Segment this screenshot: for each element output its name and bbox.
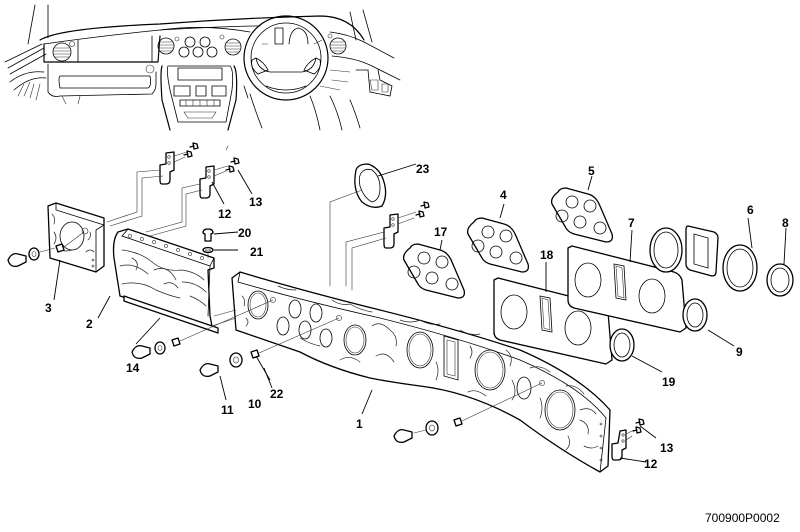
callout-14: 14 (126, 361, 140, 375)
part-7-surround-plate (567, 245, 687, 333)
callout-13a: 13 (249, 195, 263, 209)
center-bracket-assembly (345, 201, 430, 291)
part-2-glovebox-panel (112, 228, 219, 334)
leader-lines (53, 163, 787, 463)
part-17-six-gauge-bezel (402, 243, 466, 299)
callout-5: 5 (588, 164, 595, 178)
callout-23: 23 (416, 162, 430, 176)
callout-12a: 12 (218, 207, 232, 221)
part-19-gauge-ring (609, 328, 635, 362)
callout-13b: 13 (660, 441, 674, 455)
callout-4: 4 (500, 188, 507, 202)
callout-22: 22 (270, 387, 284, 401)
part-8-gauge-ring (766, 263, 794, 297)
reference-code: 700900P0002 (705, 511, 780, 525)
part-6-instrument-bezel (649, 225, 758, 292)
callout-9: 9 (736, 345, 743, 359)
part-1-main-fascia (211, 271, 611, 473)
part-9-gauge-ring (682, 298, 708, 332)
callout-21: 21 (250, 245, 264, 259)
callout-7: 7 (628, 216, 635, 230)
part-3-end-panel (7, 202, 105, 273)
callout-3: 3 (45, 301, 52, 315)
knob-set-right (393, 382, 543, 444)
callout-11: 11 (221, 403, 234, 417)
callout-8: 8 (782, 216, 789, 230)
part-23-vent-bezel (329, 163, 387, 287)
callout-labels: 1 2 3 4 5 6 7 8 9 10 11 12 12 13 13 14 1… (45, 162, 789, 471)
callout-19: 19 (662, 375, 676, 389)
callout-18: 18 (540, 248, 554, 262)
part-4-six-gauge-bezel (466, 217, 530, 273)
knob-set-left (131, 299, 274, 360)
callout-6: 6 (747, 203, 754, 217)
callout-10: 10 (248, 397, 262, 411)
knob-set-middle (199, 317, 340, 378)
lower-right-bracket-assembly (611, 418, 645, 461)
callout-2: 2 (86, 317, 93, 331)
vehicle-dashboard-inset (4, 4, 401, 131)
callout-1: 1 (356, 417, 363, 431)
callout-20: 20 (238, 226, 252, 240)
upper-bracket-assembly (106, 142, 240, 237)
callout-17: 17 (434, 225, 448, 239)
part-5-six-gauge-bezel (550, 187, 614, 243)
callout-12b: 12 (644, 457, 658, 471)
